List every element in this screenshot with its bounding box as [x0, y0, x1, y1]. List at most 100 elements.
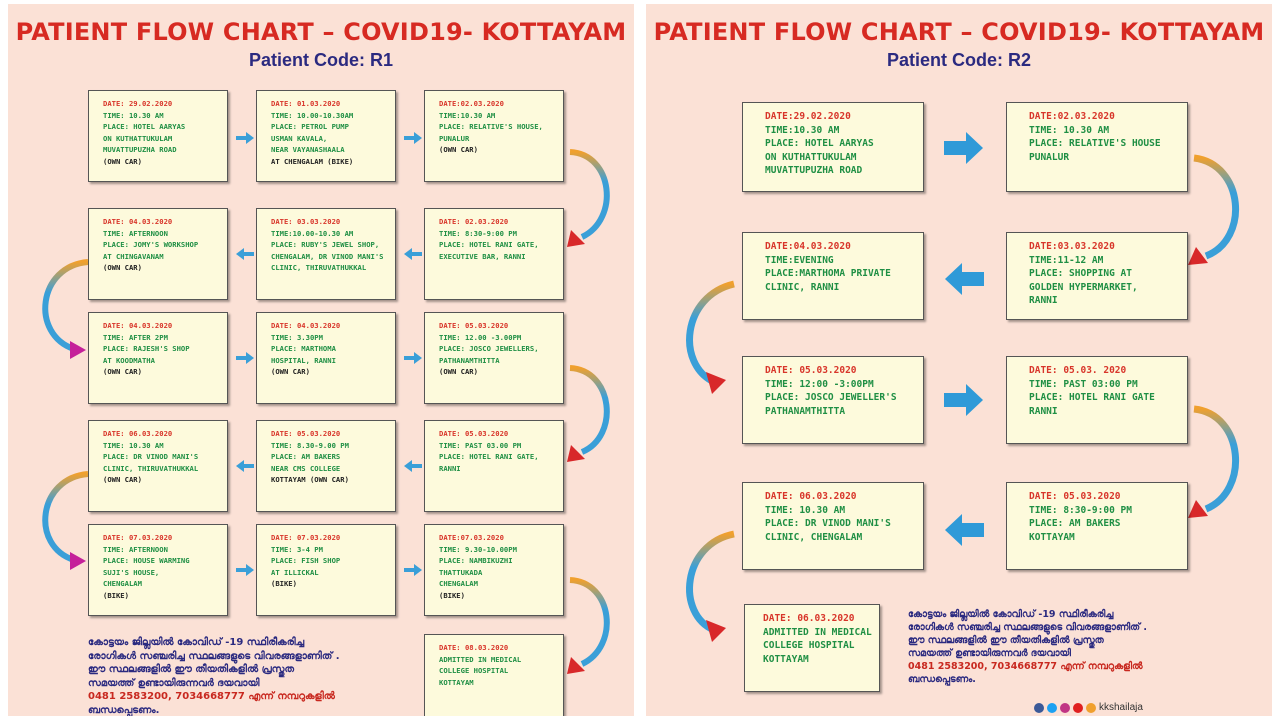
- flowchart-panel-r1: PATIENT FLOW CHART – COVID19- KOTTAYAM P…: [4, 0, 638, 720]
- location-box: DATE:02.03.2020 TIME: 10.30 AM PLACE: RE…: [1006, 102, 1188, 192]
- box-line: PUNALUR: [439, 133, 470, 143]
- box-date: DATE: 05.03.2020: [439, 321, 509, 330]
- location-box: DATE: 05.03.2020 TIME: PAST 03.00 PM PLA…: [424, 420, 564, 512]
- box-line: KOTTAYAM: [763, 653, 809, 665]
- box-line: PLACE: HOTEL AARYAS: [765, 138, 874, 149]
- location-box: DATE: 03.03.2020 TIME:10.00-10.30 AM PLA…: [256, 208, 396, 300]
- box-line: ON KUTHATTUKULAM: [765, 151, 857, 163]
- box-line: PATHANAMTHITTA: [765, 405, 846, 417]
- box-line: RANNI: [1029, 295, 1058, 306]
- box-line: PLACE: JOSCO JEWELLERS,: [439, 344, 539, 353]
- notice-line: രോഗികൾ സഞ്ചരിച്ച സ്ഥലങ്ങളുടെ വിവരങ്ങളാണി…: [88, 650, 340, 662]
- box-line: RANNI: [439, 463, 461, 473]
- location-box: DATE: 05.03.2020 TIME: 8.30-9.00 PM PLAC…: [256, 420, 396, 512]
- box-transport: (OWN CAR): [103, 263, 142, 272]
- left-arrow-icon: [236, 460, 254, 472]
- box-line: TIME: AFTERNOON: [103, 228, 168, 238]
- box-line: ON KUTHATTUKULAM: [103, 133, 173, 143]
- notice-line: ബന്ധപ്പെടണം.: [908, 674, 976, 685]
- curved-arrow-icon: [42, 259, 89, 359]
- box-line: AT CHINGAVANAM: [103, 251, 164, 261]
- notice-phone: 0481 2583200, 7034668777 എന്ന് നമ്പറുകളി…: [908, 661, 1143, 672]
- right-arrow-icon: [944, 132, 983, 164]
- box-line: PLACE: FISH SHOP: [271, 556, 341, 565]
- box-line: TIME:10.30 AM: [765, 124, 840, 136]
- curved-arrow-icon: [567, 365, 610, 462]
- box-transport: (BIKE): [439, 590, 465, 600]
- location-box: DATE:02.03.2020 TIME:10.30 AM PLACE: REL…: [424, 90, 564, 182]
- box-line: TIME: 12.00 -3.00PM: [439, 332, 522, 342]
- location-box-final: DATE: 08.03.2020 ADMITTED IN MEDICAL COL…: [424, 634, 564, 716]
- location-box: DATE: 07.03.2020 TIME: AFTERNOON PLACE: …: [88, 524, 228, 616]
- patient-code: Patient Code: R2: [886, 50, 1032, 70]
- panel-title: PATIENT FLOW CHART – COVID19- KOTTAYAM: [653, 18, 1265, 46]
- box-line: AT ILLICKAL: [271, 567, 319, 577]
- box-line: PLACE: HOTEL AARYAS: [103, 122, 186, 131]
- box-line: TIME: 9.30-10.00PM: [439, 544, 517, 554]
- box-line: NEAR CMS COLLEGE: [271, 463, 341, 473]
- box-transport: (OWN CAR): [103, 156, 142, 166]
- box-line: TIME: 12:00 -3:00PM: [765, 378, 874, 390]
- box-line: PLACE: HOTEL RANI GATE,: [439, 240, 539, 249]
- box-date: DATE: 01.03.2020: [271, 99, 341, 108]
- location-box: DATE:03.03.2020 TIME:11-12 AM PLACE: SHO…: [1006, 232, 1188, 320]
- location-box: DATE: 07.03.2020 TIME: 3-4 PM PLACE: FIS…: [256, 524, 396, 616]
- box-line: PLACE: RELATIVE'S HOUSE: [1029, 138, 1161, 149]
- box-line: TIME: PAST 03.00 PM: [439, 440, 522, 450]
- box-line: TIME: AFTERNOON: [103, 544, 168, 554]
- location-box: DATE: 06.03.2020 TIME: 10.30 AM PLACE: D…: [742, 482, 924, 570]
- box-line: PLACE: RELATIVE'S HOUSE,: [439, 122, 543, 131]
- box-line: CHENGALAM: [439, 579, 478, 588]
- box-line: PLACE: AM BAKERS: [271, 452, 341, 461]
- left-arrow-icon: [404, 460, 422, 472]
- notice-line: ഈ സ്ഥലങ്ങളിൽ ഈ തീയതികളിൽ പ്രസ്തുത: [88, 664, 295, 675]
- location-box: DATE: 04.03.2020 TIME: 3.30PM PLACE: MAR…: [256, 312, 396, 404]
- box-line: TIME:EVENING: [765, 254, 834, 266]
- box-line: CHENGALAM, Dr VINOD MANI'S: [271, 251, 384, 261]
- box-line: CLINIC, RANNI: [765, 281, 840, 293]
- box-line: PLACE: JOSCO JEWELLER'S: [765, 392, 897, 403]
- box-line: USMAN KAVALA,: [271, 133, 328, 143]
- box-line: PLACE: PETROL PUMP: [271, 122, 349, 131]
- curved-arrow-icon: [1188, 154, 1239, 265]
- social-links: kkshailaja: [1034, 702, 1143, 713]
- box-transport: AT CHENGALAM (BIKE): [271, 156, 354, 166]
- location-box: DATE:29.02.2020 TIME:10.30 AM PLACE: HOT…: [742, 102, 924, 192]
- box-date: DATE:02.03.2020: [1029, 111, 1115, 122]
- box-line: KOTTAYAM: [439, 677, 474, 687]
- curved-arrow-icon: [42, 471, 89, 570]
- box-line: TIME:10.30 AM: [439, 110, 496, 120]
- box-date: DATE: 05.03.2020: [439, 429, 509, 438]
- box-line: TIME: 10.30 AM: [765, 504, 846, 516]
- box-line: TIME: PAST 03:00 PM: [1029, 378, 1138, 390]
- box-transport: (OWN CAR): [439, 145, 478, 154]
- box-line: PLACE: Dr VINOD MANI'S: [765, 518, 891, 529]
- notice-line: സമയത്ത് ഉണ്ടായിരുന്നവർ ദയവായി: [88, 677, 260, 689]
- notice-line: ഈ സ്ഥലങ്ങളിൽ ഈ തീയതികളിൽ പ്രസ്തുത: [908, 635, 1104, 646]
- box-line: PATHANAMTHITTA: [439, 355, 500, 365]
- curved-arrow-icon: [567, 577, 610, 674]
- box-line: GOLDEN HYPERMARKET,: [1029, 281, 1138, 293]
- box-line: TIME:11-12 AM: [1029, 254, 1104, 266]
- box-line: ADMITTED IN MEDICAL: [439, 654, 522, 664]
- left-arrow-icon: [236, 248, 254, 260]
- box-line: CLINIC, THIRUVATHUKKAL: [103, 463, 199, 473]
- location-box: DATE: 05.03.2020 TIME: 12:00 -3:00PM PLA…: [742, 356, 924, 444]
- box-line: TIME: 10.30 AM: [1029, 124, 1110, 136]
- location-box: DATE: 06.03.2020 TIME: 10.30 AM PLACE: D…: [88, 420, 228, 512]
- box-date: DATE:07.03.2020: [439, 533, 504, 542]
- box-line: PLACE:MARTHOMA PRIVATE: [765, 268, 891, 279]
- right-arrow-icon: [404, 564, 422, 576]
- location-box: DATE: 04.03.2020 TIME: AFTER 2PM PLACE: …: [88, 312, 228, 404]
- notice-line: കോട്ടയം ജില്ലയിൽ കോവിഡ് -19 സ്ഥിരീകരിച്ച: [908, 609, 1114, 620]
- box-line: COLLEGE HOSPITAL: [439, 666, 509, 675]
- box-transport: (BIKE): [271, 579, 297, 588]
- box-date: DATE: 06.03.2020: [763, 613, 855, 624]
- right-arrow-icon: [944, 384, 983, 416]
- box-transport: (OWN CAR): [103, 367, 142, 376]
- box-date: DATE: 05.03.2020: [1029, 491, 1121, 502]
- notice-line: രോഗികൾ സഞ്ചരിച്ച സ്ഥലങ്ങളുടെ വിവരങ്ങളാണി…: [908, 622, 1147, 633]
- box-line: CHENGALAM: [103, 579, 142, 588]
- box-line: PLACE: HOTEL RANI GATE,: [439, 452, 539, 461]
- right-arrow-icon: [404, 352, 422, 364]
